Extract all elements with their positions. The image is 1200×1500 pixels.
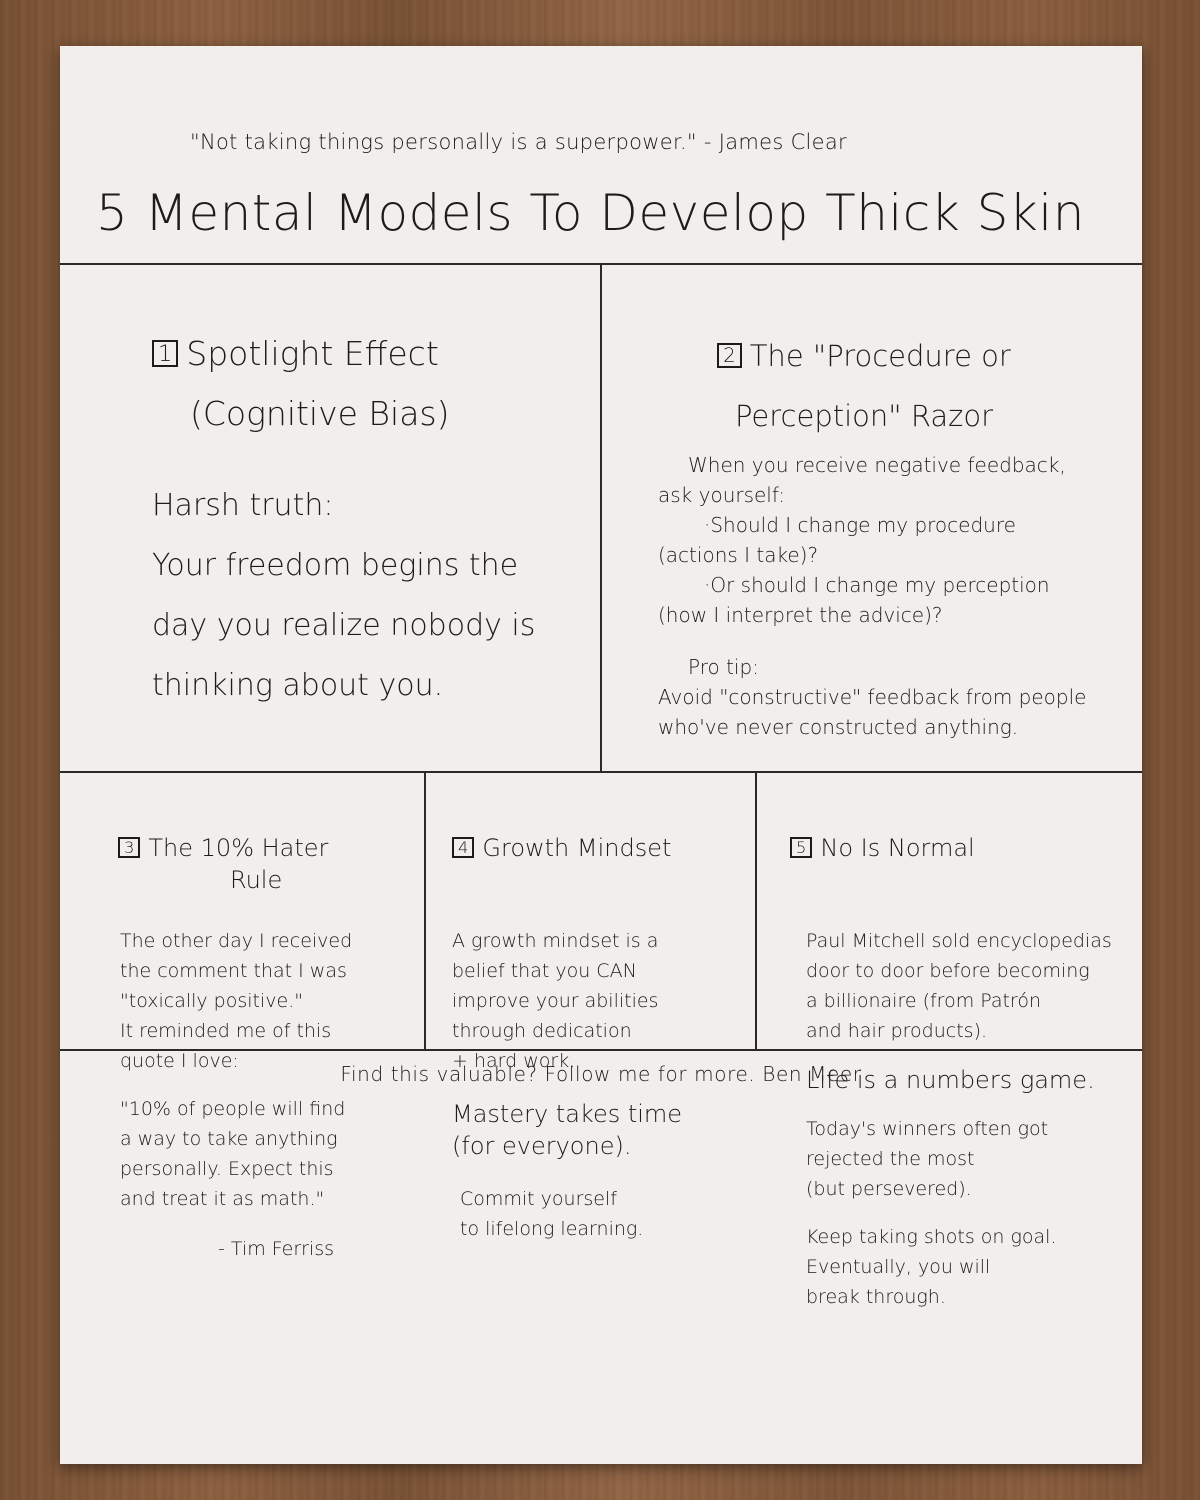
section-1-body-line: Harsh truth: [152,488,334,523]
section-2-tip-line2: who've never constructed anything. [658,715,1019,739]
section-3-body-line: "toxically positive." [120,990,303,1012]
section-4-body-line: A growth mindset is a [452,930,659,952]
section-3-body-line: It reminded me of this [120,1020,332,1042]
section-5-keep-line: Eventually, you will [806,1256,991,1278]
section-4-mastery-line: (for everyone). [452,1132,632,1160]
section-3-title-line1: The 10% Hater [148,834,329,862]
divider-vertical-lower-right [755,773,757,1050]
section-2-title-line1: The "Procedure or [749,339,1011,373]
section-5-body-line: and hair products). [806,1020,988,1042]
section-3-quote-line: and treat it as math." [120,1188,325,1210]
section-5-title-text: No Is Normal [820,834,975,862]
section-4-title-text: Growth Mindset [482,834,672,862]
section-5-winners-line: Today's winners often got [806,1118,1049,1140]
section-2-title-line2: Perception" Razor [734,399,994,433]
section-5-title: 5 No Is Normal [790,832,975,864]
divider-vertical-lower-left [424,773,426,1050]
section-3-title-line2: Rule [230,866,283,894]
section-4-body-line: + hard work. [452,1050,576,1072]
section-5-body: Paul Mitchell sold encyclopedias door to… [806,926,1126,1312]
section-5-number: 5 [790,837,813,859]
footer-cta: Find this valuable? Follow me for more. … [340,1062,862,1086]
section-3-title: 3 The 10% Hater Rule [118,832,388,896]
section-3-quote-line: personally. Expect this [120,1158,334,1180]
section-5-winners-line: (but persevered). [806,1178,972,1200]
section-3-number: 3 [118,837,141,859]
section-3-attribution: - Tim Ferriss [218,1238,335,1260]
section-1-title-line2: (Cognitive Bias) [190,394,450,433]
section-3-quote-line: "10% of people will find [120,1098,346,1120]
section-5-body-line: Paul Mitchell sold encyclopedias [806,930,1112,952]
section-2-title: 2 The "Procedure or Perception" Razor [690,326,1038,446]
section-1-body: Harsh truth: Your freedom begins the day… [152,476,535,716]
section-5-body-line: door to door before becoming [806,960,1090,982]
section-2-intro-line2: ask yourself: [658,483,785,507]
section-4-commit-line: to lifelong learning. [460,1218,644,1240]
divider-middle [60,771,1142,773]
section-2-body: When you receive negative feedback, ask … [658,450,1098,742]
section-4-body-line: improve your abilities [452,990,659,1012]
section-1-body-line: Your freedom begins the [152,548,519,583]
divider-top [60,263,1142,265]
section-4-number: 4 [452,837,475,859]
header-quote: "Not taking things personally is a super… [190,130,847,154]
section-2-question-2: ·Or should I change my perception [704,573,1050,597]
section-3-body-line: quote I love: [120,1050,239,1072]
section-3-quote-line: a way to take anything [120,1128,338,1150]
section-2-question-2-detail: (how I interpret the advice)? [658,603,943,627]
section-4-title: 4 Growth Mindset [452,832,671,864]
section-1-body-line: day you realize nobody is [152,608,536,643]
section-3-body-line: the comment that I was [120,960,347,982]
divider-bottom [60,1049,1142,1051]
section-3-body-line: The other day I received [120,930,353,952]
section-1-title-line1: Spotlight Effect [186,334,439,373]
section-1-number: 1 [152,339,179,368]
section-4-commit-line: Commit yourself [460,1188,617,1210]
section-4-mastery-line: Mastery takes time [452,1100,683,1128]
page-title: 5 Mental Models To Develop Thick Skin [96,184,1085,242]
section-2-tip-line1: Avoid "constructive" feedback from peopl… [658,685,1087,709]
section-2-tip-label: Pro tip: [688,655,759,679]
divider-vertical-upper [600,265,602,773]
section-5-winners-line: rejected the most [806,1148,975,1170]
section-4-body: A growth mindset is a belief that you CA… [452,926,742,1244]
section-3-body: The other day I received the comment tha… [120,926,410,1264]
paper-sheet: "Not taking things personally is a super… [60,46,1142,1464]
section-2-question-1: ·Should I change my procedure [704,513,1016,537]
section-2-question-1-detail: (actions I take)? [658,543,819,567]
section-1-body-line: thinking about you. [152,668,444,703]
section-5-keep-line: Keep taking shots on goal. [806,1226,1057,1248]
section-5-keep-line: break through. [806,1286,946,1308]
section-4-body-line: belief that you CAN [452,960,637,982]
section-5-numbers-line: Life is a numbers game. [806,1066,1095,1094]
section-2-intro-line1: When you receive negative feedback, [688,453,1066,477]
section-2-number: 2 [717,343,742,369]
section-4-body-line: through dedication [452,1020,632,1042]
section-5-body-line: a billionaire (from Patrón [806,990,1041,1012]
